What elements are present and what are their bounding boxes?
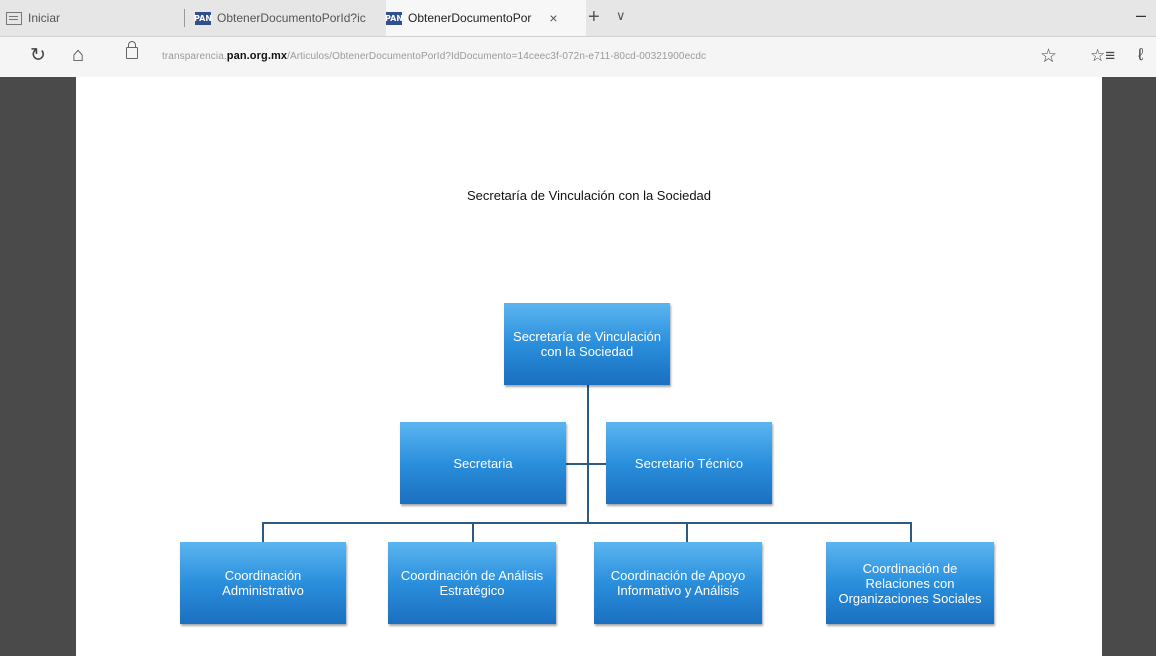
annotate-pen-icon[interactable]: ℓ <box>1138 45 1144 64</box>
url-path: /Articulos/ObtenerDocumentoPorId?IdDocum… <box>287 51 707 62</box>
tab-iniciar[interactable]: Iniciar <box>6 0 146 36</box>
tab-bar: Iniciar PAN ObtenerDocumentoPorId?ic PAN… <box>0 0 1156 37</box>
url-domain: pan.org.mx <box>226 50 288 62</box>
pdf-viewer[interactable]: Secretaría de Vinculación con la Socieda… <box>0 77 1156 656</box>
lock-icon <box>126 41 138 59</box>
connector-root-vertical <box>587 385 589 523</box>
pan-favicon-icon: PAN <box>194 11 213 25</box>
connector-unit-2 <box>472 522 474 542</box>
pan-favicon-icon: PAN <box>385 11 404 25</box>
connector-unit-4 <box>910 522 912 542</box>
connector-unit-1 <box>262 522 264 542</box>
document-title: Secretaría de Vinculación con la Socieda… <box>466 188 712 203</box>
org-box-coordinacion-relaciones: Coordinación de Relaciones con Organizac… <box>826 542 994 624</box>
tab-label: ObtenerDocumentoPor <box>408 11 532 25</box>
home-icon[interactable]: ⌂ <box>72 44 85 66</box>
org-box-secretario-tecnico: Secretario Técnico <box>606 422 772 504</box>
tab-menu-chevron-icon[interactable]: ∨ <box>616 8 626 23</box>
navigation-bar: ↻ ⌂ transparencia.pan.org.mx/Articulos/O… <box>0 37 1156 77</box>
org-box-secretaria: Secretaria <box>400 422 566 504</box>
new-tab-button[interactable]: + <box>588 6 600 28</box>
connector-unit-3 <box>686 522 688 542</box>
org-box-coordinacion-administrativo: Coordinación Administrativo <box>180 542 346 624</box>
favorites-list-icon[interactable]: ☆≡ <box>1090 46 1116 65</box>
connector-units-horizontal <box>262 522 912 524</box>
url-prefix: transparencia. <box>162 51 227 62</box>
tab-label: Iniciar <box>28 11 61 25</box>
org-box-coordinacion-analisis-estrategico: Coordinación de Análisis Estratégico <box>388 542 556 624</box>
minimize-window-button[interactable]: – <box>1136 5 1147 25</box>
org-box-coordinacion-apoyo-informativo: Coordinación de Apoyo Informativo y Anál… <box>594 542 762 624</box>
start-page-icon <box>6 11 22 25</box>
address-field[interactable]: transparencia.pan.org.mx/Articulos/Obten… <box>162 50 706 62</box>
tab-separator <box>184 9 185 27</box>
tab-document-2-active[interactable]: PAN ObtenerDocumentoPor × <box>385 0 586 36</box>
document-page: Secretaría de Vinculación con la Socieda… <box>76 77 1102 656</box>
favorite-star-icon[interactable]: ☆ <box>1040 46 1058 67</box>
tab-label: ObtenerDocumentoPorId?ic <box>217 11 366 25</box>
close-tab-icon[interactable]: × <box>549 10 558 26</box>
refresh-icon[interactable]: ↻ <box>30 45 46 66</box>
tab-document-1[interactable]: PAN ObtenerDocumentoPorId?ic <box>194 0 385 36</box>
org-box-root: Secretaría de Vinculación con la Socieda… <box>504 303 670 385</box>
connector-assistants-horizontal <box>566 463 606 465</box>
